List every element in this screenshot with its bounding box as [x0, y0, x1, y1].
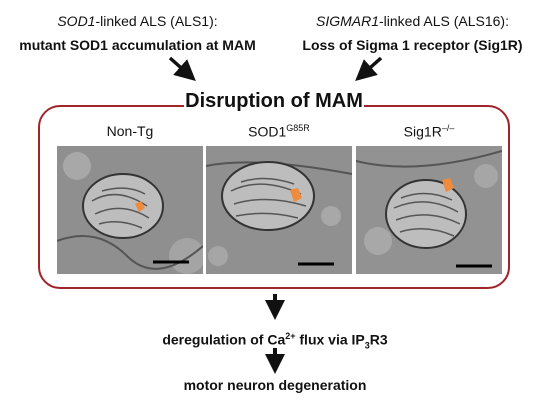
- mam-box-title: Disruption of MAM: [184, 86, 364, 116]
- panel-label-sig1r: Sig1R–/–: [403, 123, 455, 140]
- mitochondrion: [221, 161, 315, 231]
- als1-suffix: -linked ALS (ALS1):: [95, 13, 218, 29]
- mam-highlight: [135, 201, 145, 212]
- mam-highlight: [442, 178, 454, 192]
- als1-mechanism: mutant SOD1 accumulation at MAM: [19, 37, 256, 53]
- micrograph-non-tg: [57, 146, 203, 274]
- micrograph-sig1r: [356, 146, 502, 274]
- calcium-deregulation-step: deregulation of Ca2+ flux via IP3R3: [162, 331, 388, 351]
- flow-arrows: [265, 294, 285, 374]
- panel-label-sod1: SOD1G85R: [248, 123, 310, 140]
- arrow-right-icon: [355, 56, 383, 81]
- als16-label: SIGMAR1-linked ALS (ALS16):: [275, 13, 550, 29]
- converging-arrows: [168, 56, 383, 81]
- arrow-left-icon: [168, 56, 196, 81]
- als1-label: SOD1-linked ALS (ALS1):: [0, 13, 275, 29]
- sigmar1-gene: SIGMAR1: [316, 13, 380, 29]
- micrograph-sod1: [206, 146, 352, 274]
- als16-suffix: -linked ALS (ALS16):: [379, 13, 509, 29]
- mam-highlight: [290, 188, 302, 202]
- motor-neuron-degeneration-step: motor neuron degeneration: [183, 377, 367, 393]
- mitochondrion: [385, 179, 467, 249]
- mitochondrion: [82, 173, 164, 239]
- als16-mechanism: Loss of Sigma 1 receptor (Sig1R): [302, 37, 523, 53]
- panel-label-non-tg: Non-Tg: [106, 123, 154, 139]
- sod1-gene: SOD1: [57, 13, 96, 29]
